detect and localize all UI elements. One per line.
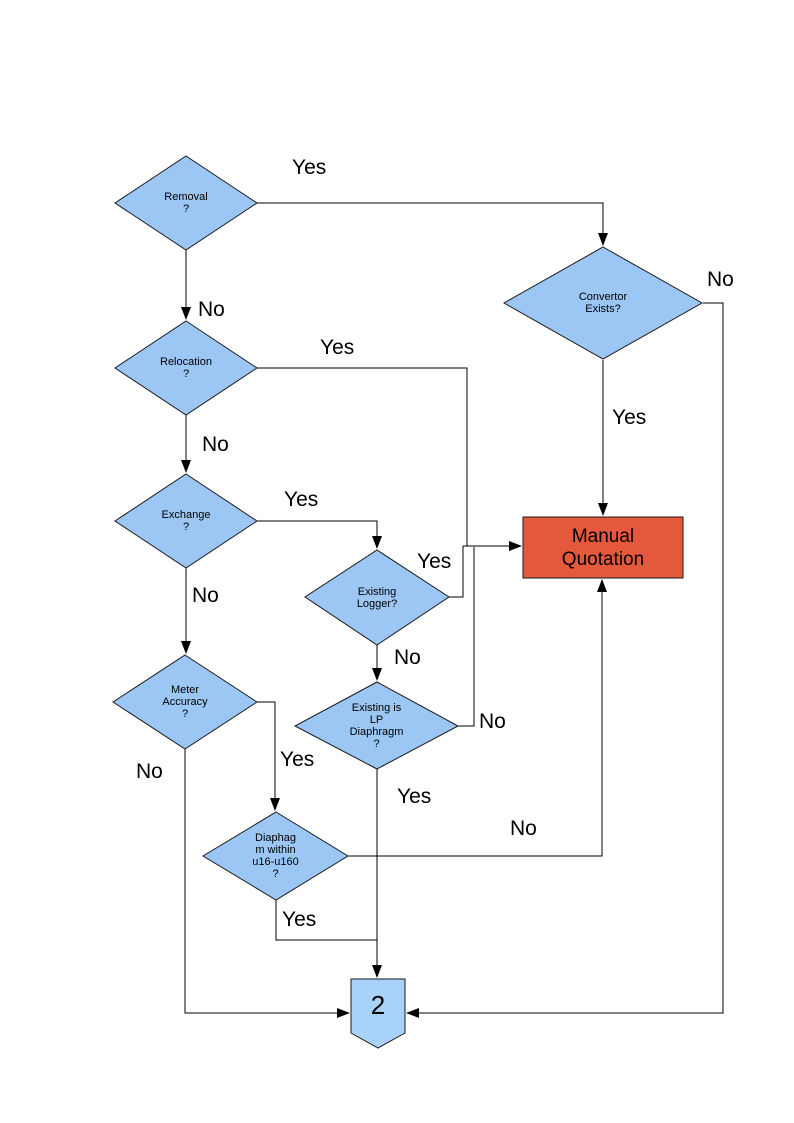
node-existing-lp-diaphragm-shape [293, 681, 460, 770]
node-convertor-exists-shape [502, 246, 704, 360]
node-exchange-shape [114, 473, 258, 569]
edge-diaphragm-within-yes [275, 900, 377, 941]
edge-meter-accuracy-yes [257, 701, 280, 811]
edge-convertor-exists-no [406, 302, 724, 1018]
node-existing-logger-shape [304, 549, 450, 646]
edge-meter-accuracy-no [184, 749, 350, 1018]
node-meter-accuracy-shape [112, 654, 258, 750]
edge-diaphragm-within-no [348, 579, 607, 857]
edge-exchange-yes [257, 520, 382, 549]
edge-removal-yes [257, 202, 608, 246]
node-relocation-shape [114, 320, 258, 416]
edge-lines [181, 202, 724, 1018]
node-diaphragm-within-shape [202, 811, 349, 901]
node-removal-shape [114, 155, 258, 251]
node-shapes [112, 155, 704, 1049]
edge-existing-lp-diaphragm-no [458, 547, 475, 727]
edge-existing-logger-yes [449, 546, 464, 598]
edge-relocation-yes [257, 367, 468, 546]
node-manual-quotation-shape [522, 516, 684, 579]
node-connector-2-shape [350, 978, 406, 1049]
